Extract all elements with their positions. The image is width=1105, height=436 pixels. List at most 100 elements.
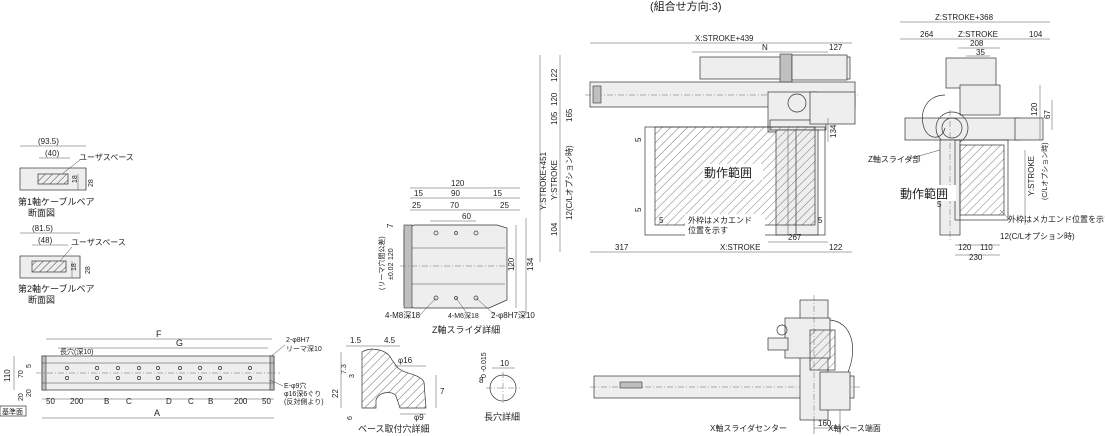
sv-230: 230	[969, 253, 983, 262]
base-hole-detail: 1.5 4.5 φ16 7.3 3 22 7 6 φ9 ベース取付穴詳細	[331, 336, 445, 434]
zs-70: 70	[450, 201, 459, 210]
base-pin-2: リーマ深10	[286, 344, 322, 353]
zs-caption: Z軸スライダ詳細	[432, 324, 500, 335]
sv-67: 67	[1043, 110, 1052, 119]
front-view: X:STROKE+439 N 127 Y:STROKE+451 122 120 …	[539, 34, 860, 262]
zs-reamer-1: (リーマ穴間公差)	[377, 236, 386, 290]
bh-6: 6	[347, 416, 354, 420]
zs-pin: 2-φ8H7深10	[491, 311, 535, 320]
sv-z-stroke-368: Z:STROKE+368	[935, 13, 994, 22]
base-h70: 70	[18, 370, 25, 378]
zs-15b: 15	[493, 189, 502, 198]
base-ref-face: 基準面	[2, 407, 23, 416]
fv-122b: 122	[829, 243, 843, 252]
sv-range: 動作範囲	[900, 186, 948, 201]
cable-bear-1-section: (93.5) (40) ユーザスペース 18 28 第1軸ケーブルベア 断面図	[18, 137, 134, 218]
base-B2: B	[208, 397, 213, 406]
sv-104: 104	[1029, 30, 1043, 39]
zs-right-120: 120	[507, 257, 516, 271]
zs-25b: 25	[500, 201, 509, 210]
zs-120: 120	[451, 179, 465, 188]
tv-x-base-end: X軸ベース端面	[828, 423, 881, 433]
base-D: D	[166, 397, 172, 406]
tv-x-slider-center: X軸スライダセンター	[710, 423, 787, 433]
zs-reamer-3: 120	[388, 248, 395, 260]
sv-mech-end: 外枠はメカエンド位置を示す	[1008, 214, 1105, 224]
top-view: X軸スライダセンター 160 X軸ベース端面	[590, 295, 881, 434]
z-slider-detail: 120 15 90 15 25 70 25 60 7 (リーマ穴間公差) ±0.…	[377, 179, 535, 335]
base-200b: 200	[234, 397, 248, 406]
fv-165: 165	[565, 108, 574, 122]
cb2-overall-dim: (81.5)	[32, 224, 53, 233]
base-B1: B	[104, 397, 109, 406]
tv-160: 160	[818, 419, 832, 428]
cb1-caption-2: 断面図	[28, 207, 55, 218]
base-50a: 50	[46, 397, 55, 406]
base-pin-1: 2-φ8H7	[286, 337, 310, 344]
base-slot-note: 長穴(深10)	[60, 347, 93, 356]
base-A: A	[154, 408, 160, 418]
base-50b: 50	[262, 397, 271, 406]
base-drawing: F G 2-φ8H7 リーマ深10 長穴(深10) 110 70 5 20 20…	[0, 329, 324, 419]
zs-right-134: 134	[526, 257, 535, 271]
slot-tol: 0 -0.015	[481, 352, 488, 378]
zs-60: 60	[462, 212, 471, 221]
sv-208: 208	[970, 39, 984, 48]
fv-104: 104	[550, 222, 559, 236]
cb2-h18: 18	[71, 263, 78, 271]
sv-cl-option-h: 12(C/Lオプション時)	[1000, 232, 1075, 241]
sv-264: 264	[920, 30, 934, 39]
sv-z-stroke: Z:STROKE	[958, 30, 998, 39]
bh-7-3: 7.3	[341, 364, 348, 374]
cb2-h28: 28	[85, 266, 92, 274]
base-hole-2: φ16深6ぐり	[284, 389, 321, 398]
fv-cl-option: 12(C/Lオプション時)	[565, 145, 574, 220]
fv-5b: 5	[634, 207, 643, 212]
slot-h8: 8	[479, 376, 484, 385]
zs-15a: 15	[414, 189, 423, 198]
fv-134: 134	[829, 124, 838, 138]
cb1-user-space: ユーザスペース	[79, 153, 134, 162]
base-C2: C	[188, 397, 194, 406]
cable-bear-2-section: (81.5) (48) ユーザスペース 18 28 第2軸ケーブルベア 断面図	[18, 224, 126, 305]
fv-120: 120	[550, 92, 559, 106]
cb2-user-space: ユーザスペース	[71, 238, 126, 247]
cb1-overall-dim: (93.5)	[38, 137, 59, 146]
fv-outer-frame-2: 位置を示す	[688, 225, 728, 235]
base-hole-1: E-φ9穴	[284, 381, 306, 390]
fv-N: N	[762, 43, 768, 52]
side-view: Z:STROKE+368 264 Z:STROKE 104 208 35 120…	[868, 13, 1105, 262]
sv-y-stroke: Y:STROKE	[1027, 156, 1036, 196]
cb1-h28: 28	[88, 179, 95, 187]
cb1-caption-1: 第1軸ケーブルベア	[18, 196, 94, 207]
zs-25a: 25	[412, 201, 421, 210]
bh-phi16: φ16	[398, 356, 413, 365]
sv-cl-option-v: (C/Lオプション時)	[1041, 142, 1049, 200]
fv-122: 122	[550, 68, 559, 82]
bh-phi9: φ9	[414, 413, 424, 422]
base-hole-3: (反対側より)	[284, 397, 324, 406]
base-200a: 200	[70, 397, 84, 406]
base-C1: C	[126, 397, 132, 406]
bh-4-5: 4.5	[384, 336, 396, 345]
cb1-h18: 18	[72, 175, 79, 183]
fv-267: 267	[788, 233, 802, 242]
slot-w10: 10	[500, 359, 509, 368]
fv-x-stroke-439: X:STROKE+439	[695, 34, 754, 43]
cb2-caption-1: 第2軸ケーブルベア	[18, 283, 94, 294]
fv-outer-frame-1: 外枠はメカエンド	[688, 215, 752, 225]
cb1-inner-dim: (40)	[45, 149, 60, 158]
sv-z-slider-part: Z軸スライダ部	[868, 154, 921, 164]
slot-detail: 10 8 0 -0.015 長穴詳細	[479, 352, 520, 422]
bh-7: 7	[440, 387, 445, 396]
bh-3: 3	[349, 374, 356, 378]
fv-range: 動作範囲	[704, 165, 752, 180]
fv-5a: 5	[634, 137, 643, 142]
bh-caption: ベース取付穴詳細	[358, 423, 430, 434]
fv-x-stroke: X:STROKE	[720, 243, 760, 252]
zs-90: 90	[451, 189, 460, 198]
base-h110: 110	[3, 369, 12, 382]
base-h20: 20	[18, 393, 25, 401]
combo-direction: (組合せ方向:3)	[650, 0, 722, 13]
